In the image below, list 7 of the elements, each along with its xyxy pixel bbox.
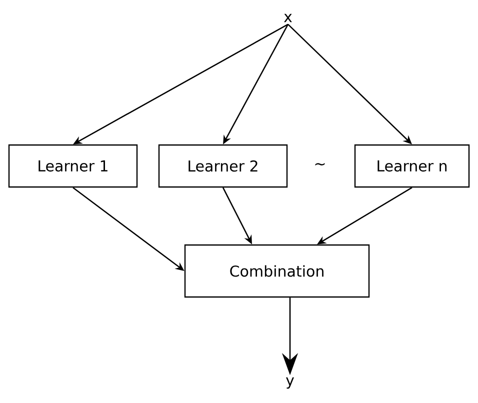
variable-label: x (284, 14, 292, 22)
variable-label: y (286, 377, 294, 389)
combination-box: Combination (184, 244, 370, 298)
learner-box: Learner 1 (8, 144, 138, 188)
learner-box: Learner 2 (158, 144, 288, 188)
tilde-label: ~ (315, 163, 325, 166)
learner-box: Learner n (354, 144, 470, 188)
